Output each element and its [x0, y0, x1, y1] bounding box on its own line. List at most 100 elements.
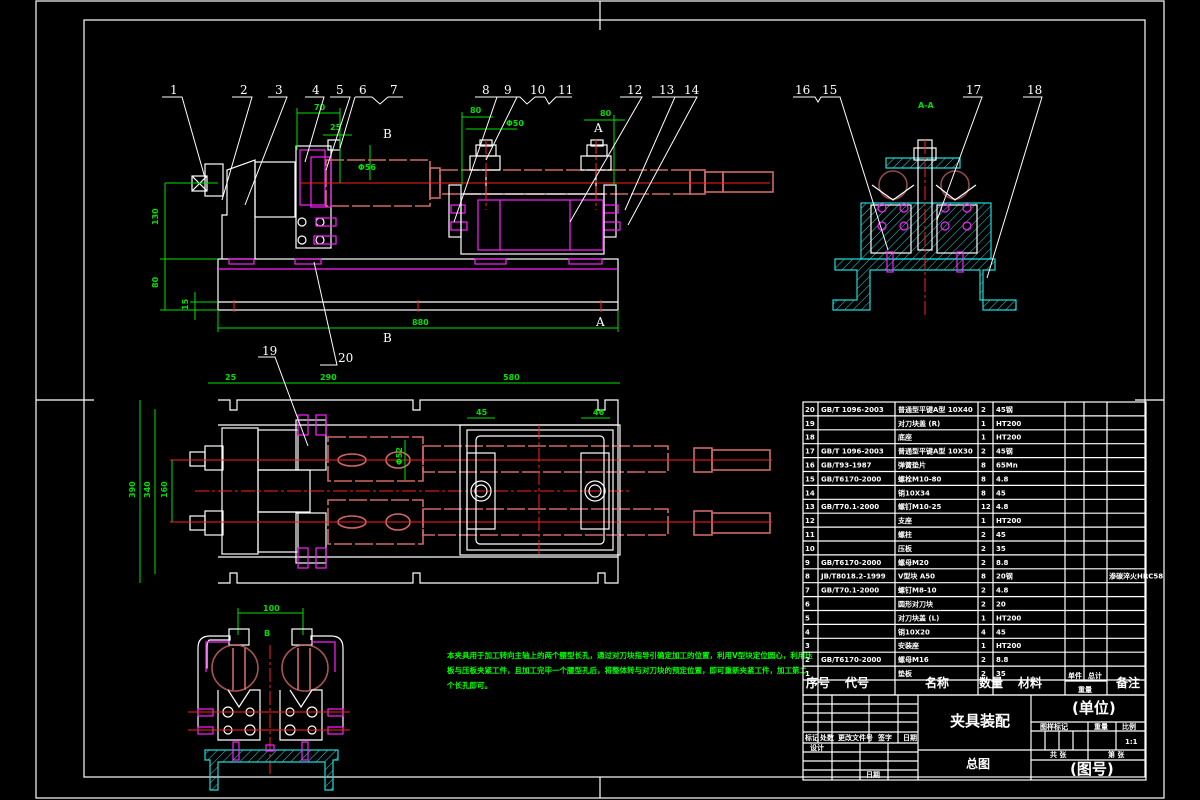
view-label-b: B [383, 127, 392, 141]
dim-label: 70 [314, 103, 326, 112]
bom-header-code: 代号 [844, 675, 869, 690]
bom-cell-material: 65Mn [996, 462, 1018, 470]
title-block: 标记 处数 更改文件号 签字 日期 设计 日期 夹具装配 总图 (单位) (图号… [802, 694, 1147, 781]
bom-cell-no: 16 [805, 462, 815, 470]
callout-15: 15 [822, 83, 837, 97]
bom-cell-material: 35 [996, 670, 1006, 678]
bom-cell-code: GB/T 1096-2003 [821, 448, 884, 456]
bom-cell-qty: 1 [981, 420, 986, 428]
bom-cell-name: 对刀块盖 (R) [898, 419, 940, 428]
callout-8: 8 [482, 83, 490, 97]
section-view: A-A [793, 96, 1043, 318]
bom-cell-remark: 渗碳淬火HRC58 [1109, 572, 1163, 581]
bom-cell-name: 底座 [898, 433, 912, 442]
bom-cell-material: 8.8 [996, 559, 1009, 567]
bom-cell-name: 螺母M20 [898, 558, 929, 567]
dim-label: 390 [128, 481, 137, 498]
dim-label: 80 [600, 109, 612, 118]
bom-cell-name: 普通型平键A型 10X30 [898, 447, 973, 456]
tb-sign-col: 签字 [877, 733, 892, 742]
callout-13: 13 [659, 83, 674, 97]
bom-cell-code: GB/T70.1-2000 [821, 587, 879, 595]
dim-label: 100 [263, 604, 280, 613]
tb-ratio-label: 比例 [1122, 722, 1136, 731]
callout-18: 18 [1027, 83, 1042, 97]
bom-cell-qty: 2 [981, 545, 986, 553]
drawing-frame [35, 0, 1165, 799]
bom-cell-name: 螺柱 [898, 530, 912, 539]
bom-cell-code: JB/T8018.2-1999 [820, 573, 886, 581]
bom-cell-code: GB/T93-1987 [821, 462, 872, 470]
bom-cell-material: 45钢 [996, 447, 1013, 456]
bom-cell-material: 45钢 [996, 405, 1013, 414]
note-line: 个长孔即可。 [446, 680, 492, 690]
bom-cell-name: 弹簧垫片 [898, 461, 926, 470]
callout-12: 12 [627, 83, 642, 97]
note-line: 板与压板夹紧工件，且加工完毕一个腰型孔后，将整体转与对刀块的预定位置，即可重新夹… [447, 665, 807, 675]
bom-cell-no: 6 [805, 601, 810, 609]
bom-cell-no: 12 [805, 517, 815, 525]
bom-cell-qty: 1 [981, 642, 986, 650]
dim-label: 15 [181, 298, 190, 310]
bom-cell-qty: 8 [981, 573, 986, 581]
view-label-b: B [383, 331, 392, 345]
bom-cell-qty: 2 [981, 587, 986, 595]
bom-cell-qty: 4 [981, 628, 986, 636]
section-label: A-A [918, 101, 935, 110]
bom-cell-no: 9 [805, 559, 810, 567]
dim-label: 580 [503, 373, 520, 382]
callout-7: 7 [390, 83, 398, 97]
bom-cell-no: 13 [805, 503, 815, 511]
bom-cell-name: 安装座 [898, 641, 919, 650]
bom-cell-material: 45 [996, 628, 1006, 636]
callout-10: 10 [530, 83, 545, 97]
callout-14: 14 [684, 83, 700, 97]
bom-header-no: 序号 [806, 675, 830, 690]
front-view: 70 25 Φ56 80 Φ50 80 130 80 15 880 [151, 103, 774, 345]
bom-cell-name: 压板 [898, 544, 913, 553]
bom-cell-no: 7 [805, 587, 810, 595]
dim-label: 25 [225, 373, 237, 382]
tb-sign-col: 日期 [903, 733, 917, 742]
bom-cell-no: 5 [805, 614, 810, 622]
bom-cell-material: 20钢 [996, 572, 1013, 581]
bom-cell-qty: 1 [981, 517, 986, 525]
bom-cell-name: 螺栓M10-80 [898, 474, 941, 483]
bom-header-unit: 单件 [1068, 671, 1082, 680]
tb-sign-col: 处数 [819, 733, 835, 742]
bom-cell-name: 垫板 [898, 669, 913, 678]
bom-cell-no: 11 [805, 531, 815, 539]
bom-cell-name: 螺钉M8-10 [898, 586, 937, 595]
dim-label: 880 [412, 318, 429, 327]
bom-cell-material: 35 [996, 545, 1006, 553]
dim-label: Φ56 [358, 163, 376, 172]
bom-cell-code: GB/T6170-2000 [821, 559, 881, 567]
bom-cell-material: 4.8 [996, 587, 1009, 595]
bom-cell-material: 20 [996, 601, 1006, 609]
dim-label: 45 [476, 408, 488, 417]
callout-16: 16 [795, 83, 810, 97]
callout-2: 2 [240, 83, 248, 97]
dim-label: 46 [593, 408, 605, 417]
bom-cell-name: 圆形对刀块 [898, 600, 934, 609]
bom-cell-qty: 1 [981, 614, 986, 622]
bom-cell-name: 销10X20 [897, 627, 930, 636]
bom-cell-no: 3 [805, 642, 810, 650]
dim-label: 80 [151, 276, 160, 288]
callout-3: 3 [275, 83, 283, 97]
tb-sheet-total: 共 张 [1050, 750, 1067, 759]
bom-cell-no: 15 [805, 475, 815, 483]
drawing-subtitle: 总图 [966, 756, 990, 771]
bom-cell-code: GB/T6170-2000 [821, 656, 881, 664]
bom-cell-qty: 12 [981, 503, 991, 511]
dim-label: 25 [330, 123, 342, 132]
dim-label: Φ52 [395, 447, 404, 465]
callout-20: 20 [338, 351, 353, 365]
tb-weight-label: 重量 [1094, 722, 1108, 731]
callout-1: 1 [170, 83, 178, 97]
callout-6: 6 [359, 83, 367, 97]
dim-label: 160 [160, 481, 169, 498]
bom-cell-name: 普通型平键A型 10X40 [898, 405, 973, 414]
top-view: 25 290 580 45 46 Φ52 390 340 160 [128, 356, 772, 584]
